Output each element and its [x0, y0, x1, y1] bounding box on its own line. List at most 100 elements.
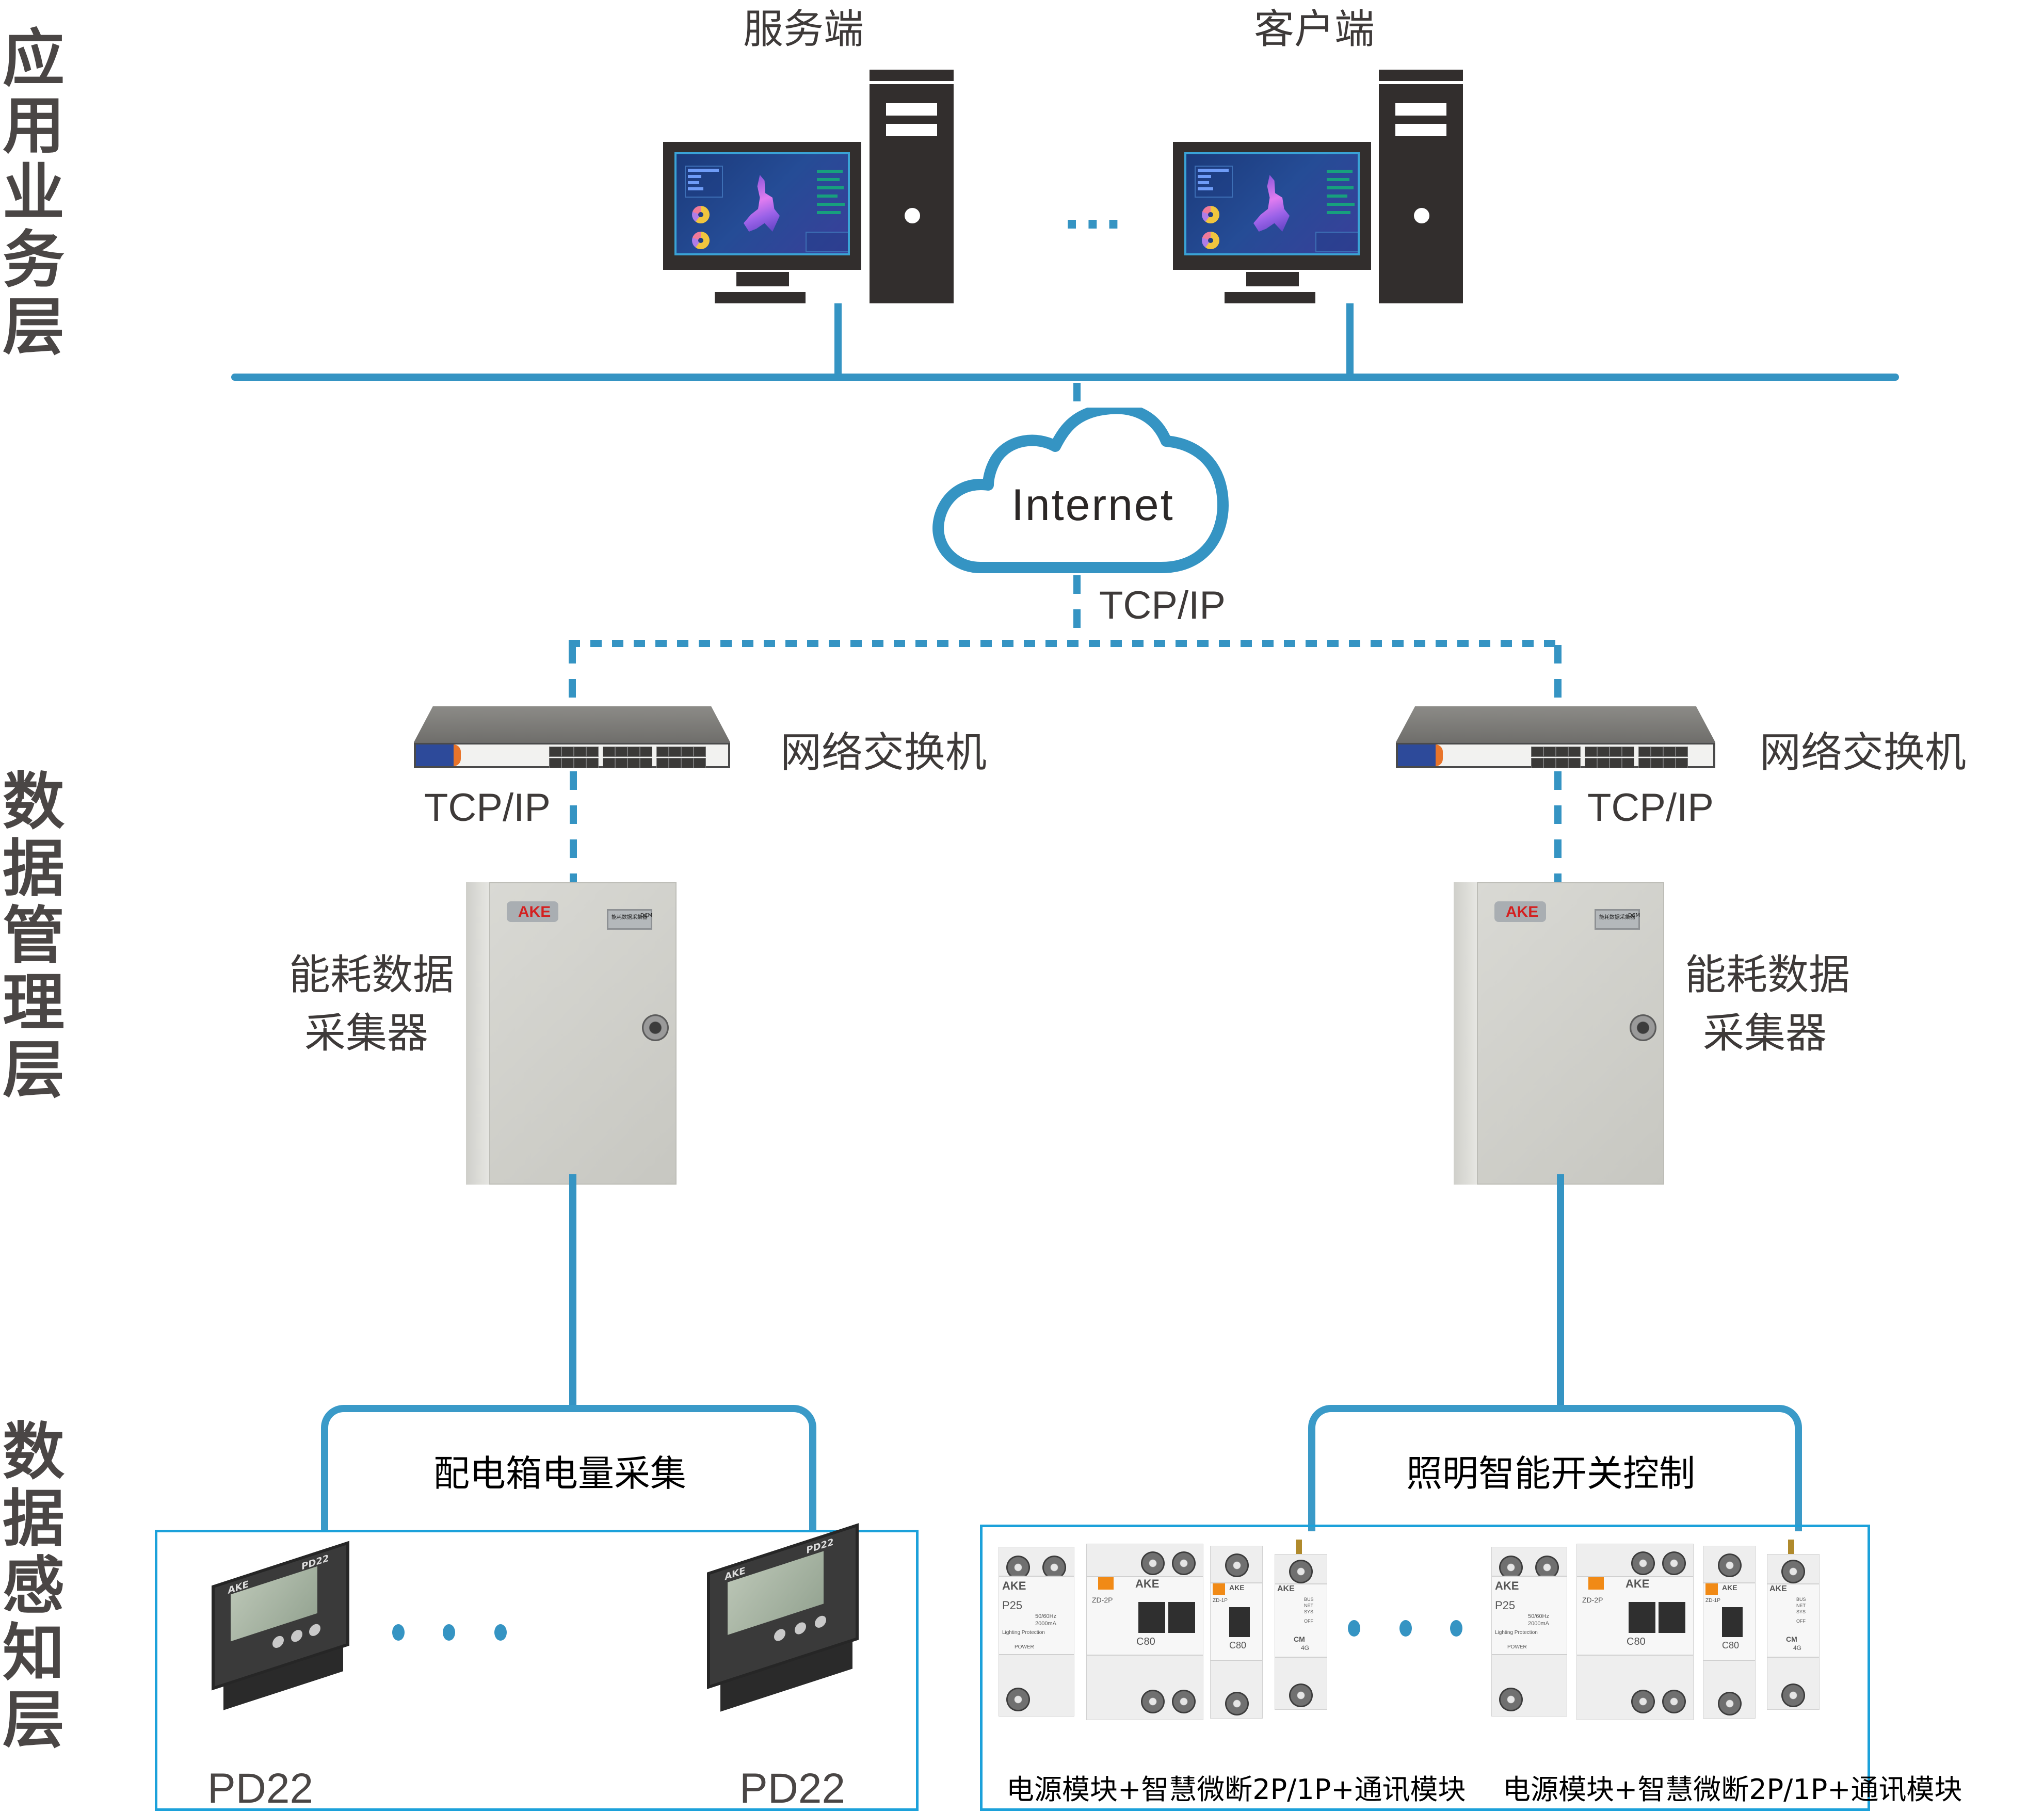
ethernet-port [561, 746, 574, 757]
switch-brand-logo [1398, 744, 1443, 767]
ethernet-port [1610, 757, 1622, 768]
ethernet-port [627, 757, 640, 768]
module-panel [1492, 1576, 1567, 1655]
switch-label: OFF [1304, 1618, 1313, 1624]
dashboard-bar [817, 170, 843, 173]
dashboard-bar [817, 178, 840, 181]
ethernet-port [1638, 757, 1651, 768]
ellipsis-dot [443, 1624, 455, 1641]
dashboard-bar [1327, 195, 1347, 198]
terminal-screw [1499, 1688, 1523, 1711]
layer-label-text: 应用业务层 [0, 26, 67, 361]
switch-top [414, 706, 730, 742]
ethernet-port [681, 757, 694, 768]
dashed-distribution-line [569, 640, 1562, 647]
breaker-toggle [1629, 1602, 1655, 1633]
comm-module: AKE BUS NET SYS OFF CM 4G [1275, 1554, 1327, 1710]
network-type: 4G [1793, 1644, 1802, 1652]
dashboard-bar [1327, 170, 1353, 173]
name-plate-text: 能耗数据采集器 [611, 915, 648, 920]
ethernet-port [627, 746, 640, 757]
status-indicator [1098, 1577, 1114, 1590]
module-spec: 2000mA [1035, 1621, 1056, 1627]
module-brand: AKE [1135, 1577, 1160, 1590]
dashed-link [1073, 575, 1081, 642]
dashed-link-left-collector [570, 771, 577, 882]
breaker-toggle [1659, 1602, 1685, 1633]
module-brand: AKE [1495, 1579, 1519, 1592]
right-protocol-label: TCP/IP [1587, 786, 1714, 830]
module-model: CM [1294, 1635, 1305, 1643]
module-spec: Lighting Protection [1495, 1630, 1538, 1636]
module-power-label: POWER [1015, 1644, 1034, 1650]
ethernet-port [1610, 746, 1622, 757]
terminal-screw [1141, 1551, 1165, 1575]
brand-logo: AKE [1505, 903, 1539, 920]
ethernet-port [586, 746, 599, 757]
monitor-stand [736, 272, 789, 286]
ellipsis-dot [1399, 1620, 1412, 1637]
module-model: CM [1786, 1635, 1797, 1643]
module-set-caption: 电源模块+智慧微断2P/1P+通讯模块 [1006, 1773, 1466, 1806]
led-label: SYS [1304, 1609, 1314, 1614]
module-brand: AKE [1229, 1583, 1245, 1592]
module-panel [999, 1576, 1074, 1655]
right-group-bracket [1308, 1405, 1802, 1531]
client-label: 客户端 [1254, 6, 1375, 53]
dashboard-bar [817, 195, 838, 198]
module-panel [1275, 1583, 1327, 1658]
ethernet-port [694, 757, 706, 768]
terminal-screw [1006, 1556, 1030, 1579]
left-network-switch [414, 706, 730, 768]
ethernet-port [656, 746, 669, 757]
module-spec: 2000mA [1528, 1621, 1549, 1627]
ethernet-port [1676, 746, 1688, 757]
terminal-screw [1718, 1553, 1742, 1577]
module-brand: AKE [1769, 1584, 1787, 1593]
ethernet-port [1597, 757, 1610, 768]
module-model: P25 [1002, 1599, 1023, 1612]
left-collector-label-line1: 能耗数据 [289, 951, 454, 999]
antenna-icon [1296, 1540, 1302, 1555]
switch-front [1396, 742, 1715, 768]
module-power-label: POWER [1507, 1644, 1527, 1650]
layer-label-application: 应用业务层 [0, 26, 67, 361]
ethernet-port [1531, 746, 1543, 757]
client-monitor [1173, 142, 1371, 270]
collector-side [466, 882, 489, 1185]
terminal-screw [1141, 1690, 1165, 1713]
ethernet-port [561, 757, 574, 768]
ethernet-port [1556, 757, 1568, 768]
module-model: P25 [1495, 1599, 1516, 1612]
collector-door: AKE 能耗数据采集器 DCM [1476, 882, 1664, 1185]
dashboard-bar [688, 175, 701, 178]
meter-button [309, 1622, 321, 1638]
switch-brand-logo [416, 744, 461, 767]
ethernet-port [656, 757, 669, 768]
layer-label-char: 数 [3, 766, 65, 838]
device-model-label: PD22 [207, 1765, 314, 1812]
ethernet-port [1543, 746, 1556, 757]
drive-bay [1395, 103, 1446, 116]
dashed-link-right-collector [1554, 771, 1562, 882]
tower-top [1379, 70, 1463, 81]
left-solid-link [569, 1174, 576, 1412]
power-module: AKE P25 50/60Hz 2000mA Lighting Protecti… [1491, 1547, 1567, 1717]
ethernet-port [1676, 757, 1688, 768]
terminal-screw [1535, 1556, 1559, 1579]
module-model: ZD-1P [1705, 1598, 1720, 1604]
layer-label-text: 数据感知层 [0, 1419, 67, 1754]
dashboard-bar [817, 186, 844, 189]
layer-label-char: 层 [3, 1685, 65, 1756]
terminal-screw [1499, 1556, 1523, 1579]
lock-icon [641, 1014, 669, 1041]
dashboard-bar [1198, 181, 1209, 184]
smart-breaker-2p: AKE ZD-2P C80 [1086, 1544, 1203, 1720]
collector-door: AKE 能耗数据采集器 DCM [489, 882, 677, 1185]
dashboard-bar [817, 203, 845, 206]
layer-label-char: 知 [3, 1617, 65, 1689]
tower-bottom [1379, 292, 1463, 303]
server-monitor [663, 142, 861, 270]
left-group-bracket [321, 1405, 816, 1531]
server-connector [834, 303, 842, 377]
